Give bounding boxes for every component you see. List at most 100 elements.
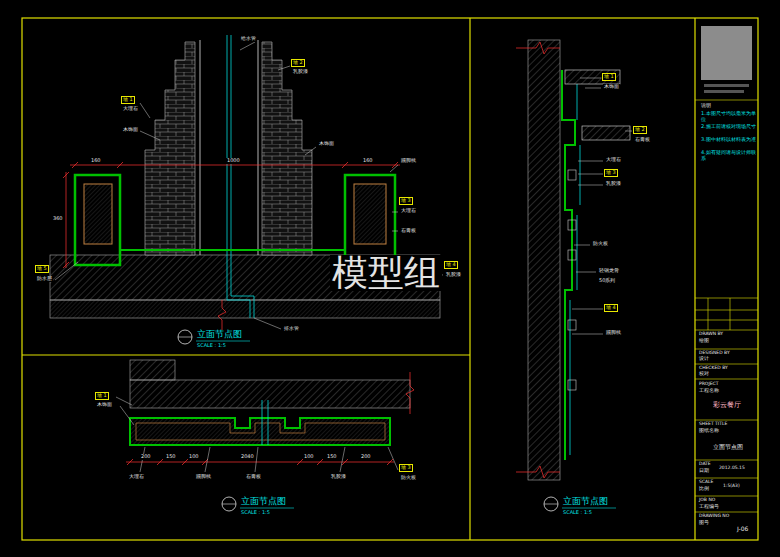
material-label: 踢脚线	[605, 330, 622, 336]
plan-section	[130, 380, 410, 408]
title-symbol	[222, 497, 236, 511]
title-symbol	[178, 330, 192, 344]
title-block-text: 1:5(A3)	[722, 484, 741, 489]
title-block-text: 校对	[698, 372, 710, 377]
title-block-grid	[695, 364, 758, 365]
wall-section	[582, 126, 630, 140]
title-symbol	[196, 341, 250, 342]
sheet-frame	[22, 354, 470, 355]
plan-section	[130, 360, 414, 445]
dimension-lines	[66, 172, 67, 268]
title-block-text: 立面节点图	[712, 444, 744, 451]
drawing-title: 立面节点图	[562, 497, 609, 507]
leader-lines	[55, 42, 443, 329]
trough-section	[120, 249, 345, 251]
material-label: 防火板	[400, 475, 417, 481]
dimension: 2040	[240, 454, 255, 460]
wall-section	[568, 380, 576, 390]
pipe-lines	[227, 35, 250, 318]
plan-section	[130, 418, 390, 445]
title-block-grid	[695, 379, 758, 380]
trough-section	[84, 184, 112, 244]
title-block-text: 说明	[700, 103, 712, 109]
leader-lines	[390, 165, 398, 172]
wall-leaders	[585, 88, 601, 89]
title-symbol	[544, 497, 558, 511]
dimension: 150	[326, 454, 338, 460]
material-label: 排水管	[283, 326, 300, 332]
callout-tag: 墙 1	[603, 74, 615, 80]
trough-section	[75, 175, 395, 265]
logo-area	[701, 26, 752, 93]
plan-section	[130, 360, 175, 380]
drawing-title: 立面节点图	[196, 330, 243, 340]
title-block-text: 绘图	[698, 339, 710, 344]
plan-leaders	[388, 447, 398, 470]
callout-tag: 墙 5	[36, 266, 48, 272]
title-block-text: SCALE	[698, 480, 714, 485]
material-label: 石膏板	[245, 474, 262, 480]
dimension: 200	[360, 454, 372, 460]
wall-section	[516, 466, 560, 478]
title-block-grid	[695, 478, 758, 479]
leader-lines	[240, 42, 255, 50]
title-block-grid	[730, 298, 731, 330]
plan-dimensions	[127, 459, 393, 465]
title-block-text: 图号	[698, 521, 710, 526]
title-block-text: DATE	[698, 462, 712, 467]
title-block-text: DRAWING NO	[698, 514, 730, 519]
callout-tag: 墙 1	[96, 393, 108, 399]
material-label: 石膏板	[634, 137, 651, 143]
title-block-text: 工程名称	[698, 389, 720, 394]
material-label: 木饰面	[603, 84, 620, 90]
scale-note: SCALE : 1:5	[562, 510, 593, 516]
material-label: 大理石	[400, 208, 417, 214]
pipe-lines	[200, 40, 201, 255]
logo-area	[701, 26, 752, 80]
title-block-text: 日期	[698, 469, 710, 474]
dimension: 1000	[226, 158, 241, 164]
brick-pier	[145, 42, 195, 255]
plan-leaders	[205, 447, 210, 472]
material-label: 大理石	[605, 157, 622, 163]
material-label: 木饰面	[122, 127, 139, 133]
material-label: 防水层	[36, 276, 53, 282]
plan-dimensions	[126, 459, 394, 465]
plan-leaders	[120, 406, 134, 425]
title-block-grid	[695, 320, 758, 321]
plan-leaders	[116, 397, 132, 405]
wall-leaders	[580, 78, 601, 79]
wall-leaders	[572, 334, 603, 335]
dimension: 150	[165, 454, 177, 460]
title-block-text: J-06	[736, 526, 749, 533]
plan-leaders	[140, 447, 145, 472]
material-label: 木饰面	[318, 141, 335, 147]
wall-section	[568, 170, 576, 180]
callout-tag: 墙 1	[122, 97, 134, 103]
general-note: 4.如有疑问请与设计师联系	[700, 150, 757, 161]
leader-lines	[140, 103, 150, 118]
wall-section	[562, 70, 575, 460]
callout-tag: 墙 3	[400, 465, 412, 471]
title-block-text: CHECKED BY	[698, 366, 729, 371]
wall-leaders	[572, 309, 603, 310]
title-block-grid	[695, 298, 758, 299]
callout-tag: 墙 2	[292, 60, 304, 66]
leader-lines	[392, 231, 398, 232]
title-block-grid	[695, 496, 758, 497]
trough-section	[354, 184, 386, 244]
plan-leaders	[116, 397, 398, 472]
wall-section	[568, 220, 576, 230]
material-label: 防火板	[592, 241, 609, 247]
material-label: 乳胶漆	[292, 69, 309, 75]
dimension: 360	[52, 216, 64, 222]
plan-dimensions	[126, 462, 394, 463]
sheet-frame	[22, 18, 758, 540]
sheet-frame	[469, 18, 470, 540]
material-label: 乳胶漆	[330, 474, 347, 480]
callout-tag: 墙 2	[634, 127, 646, 133]
material-label: 大理石	[122, 106, 139, 112]
drawing-title: 立面节点图	[240, 497, 287, 507]
wall-section	[565, 70, 620, 84]
title-block-grid	[695, 349, 758, 350]
